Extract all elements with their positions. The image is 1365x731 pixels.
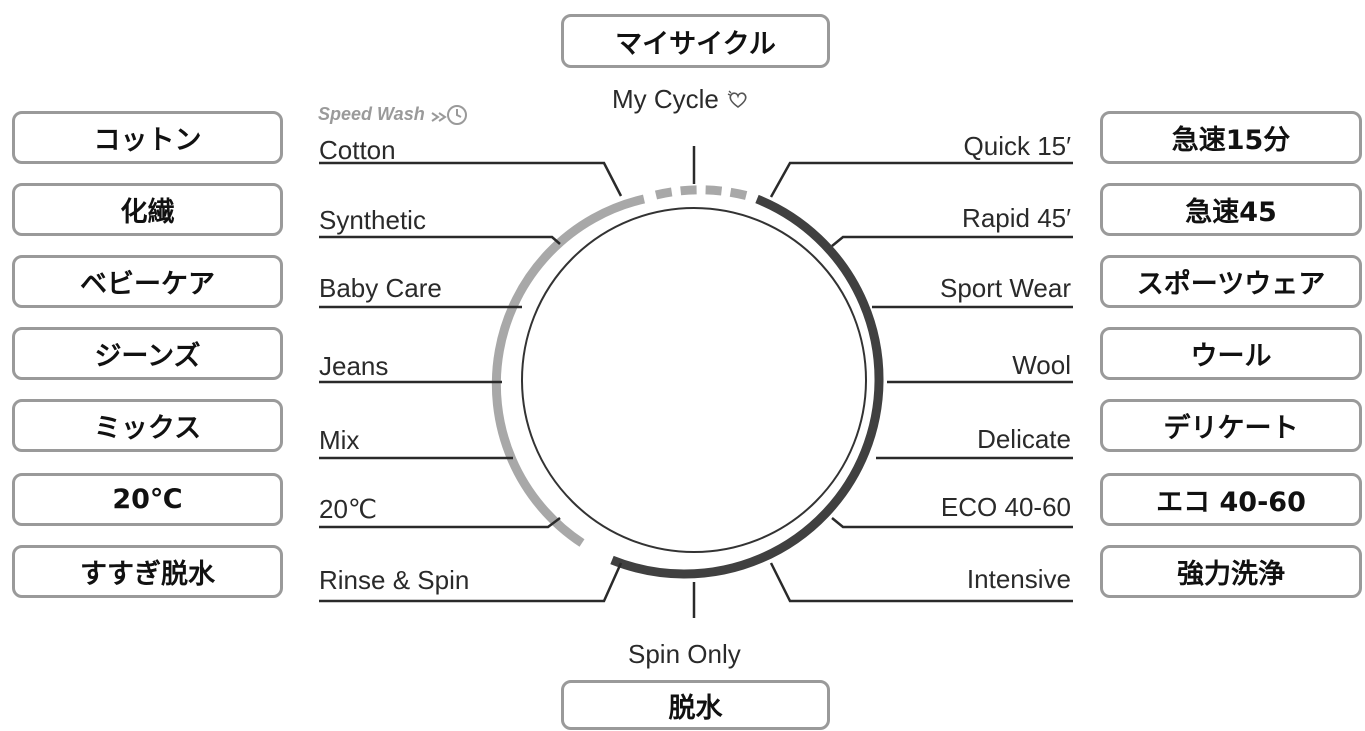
connector-eco: [831, 517, 1073, 529]
connector-rinse-spin: [319, 562, 623, 603]
jp-label-jeans: ジーンズ: [94, 341, 201, 372]
heart-sparkle-icon: [727, 90, 747, 108]
spin-only-label: Spin Only: [628, 639, 741, 669]
my-cycle-label: My Cycle: [612, 84, 719, 114]
jp-label-wool: ウール: [1190, 341, 1272, 372]
jp-box-delicate: デリケート: [1100, 399, 1362, 452]
jp-label-delicate: デリケート: [1163, 413, 1299, 444]
connector-quick15: [769, 161, 1073, 198]
jp-box-quick15: 急速15分: [1100, 111, 1362, 164]
jp-label-cotton: コットン: [93, 125, 202, 156]
program-label-delicate: Delicate: [977, 424, 1071, 454]
jp-label-baby-care: ベビーケア: [80, 269, 215, 300]
spin-only-jp-box: 脱水: [561, 680, 830, 730]
jp-label-intensive: 強力洗浄: [1177, 559, 1285, 590]
program-label-intensive: Intensive: [966, 564, 1071, 594]
jp-box-rapid45: 急速45: [1100, 183, 1362, 236]
program-label-rapid45: Rapid 45′: [962, 203, 1071, 233]
jp-box-intensive: 強力洗浄: [1100, 545, 1362, 598]
program-label-sport-wear: Sport Wear: [939, 273, 1071, 303]
jp-box-mix: ミックス: [12, 399, 283, 452]
speed-clock-icon: [431, 105, 467, 125]
connector-rapid45: [831, 235, 1073, 247]
my-cycle-jp-label: マイサイクル: [615, 28, 776, 60]
jp-label-rapid45: 急速45: [1185, 197, 1277, 228]
jp-box-rinse-spin: すすぎ脱水: [12, 545, 283, 598]
jp-box-20c: 20℃: [12, 473, 283, 526]
spin-only-jp-label: 脱水: [668, 692, 723, 724]
program-label-20c: 20℃: [319, 494, 378, 524]
connector-intensive: [769, 562, 1073, 603]
standard-programs-arc: [610, 194, 884, 579]
my-cycle-dashed-arc: [654, 185, 750, 201]
jp-label-eco: エコ 40-60: [1156, 487, 1306, 518]
program-label-eco: ECO 40-60: [940, 492, 1071, 522]
program-label-cotton: Cotton: [319, 135, 396, 165]
connector-synthetic: [319, 235, 561, 245]
jp-box-jeans: ジーンズ: [12, 327, 283, 380]
jp-label-mix: ミックス: [93, 413, 202, 444]
jp-label-20c: 20℃: [112, 484, 183, 515]
jp-box-wool: ウール: [1100, 327, 1362, 380]
my-cycle-label-group: My Cycle: [612, 84, 750, 115]
jp-label-sport-wear: スポーツウェア: [1136, 269, 1326, 300]
connector-20c: [319, 517, 561, 529]
program-label-synthetic: Synthetic: [319, 205, 426, 235]
jp-box-cotton: コットン: [12, 111, 283, 164]
program-label-rinse-spin: Rinse & Spin: [319, 565, 470, 595]
jp-box-baby-care: ベビーケア: [12, 255, 283, 308]
connector-cotton: [319, 161, 623, 197]
jp-label-rinse-spin: すすぎ脱水: [80, 559, 215, 590]
jp-label-quick15: 急速15分: [1171, 125, 1291, 156]
my-cycle-jp-box: マイサイクル: [561, 14, 830, 68]
dial-inner-circle: [521, 207, 867, 553]
program-label-wool: Wool: [1012, 350, 1071, 380]
program-label-mix: Mix: [319, 425, 360, 455]
jp-box-eco: エコ 40-60: [1100, 473, 1362, 526]
program-label-baby-care: Baby Care: [319, 273, 442, 303]
speed-wash-label-group: Speed Wash: [318, 103, 470, 127]
speed-wash-arc: [491, 194, 646, 547]
jp-box-synthetic: 化繊: [12, 183, 283, 236]
jp-label-synthetic: 化繊: [120, 197, 175, 228]
speed-wash-label: Speed Wash: [318, 103, 425, 124]
program-label-quick15: Quick 15′: [963, 131, 1071, 161]
jp-box-sport-wear: スポーツウェア: [1100, 255, 1362, 308]
program-label-jeans: Jeans: [319, 351, 389, 381]
